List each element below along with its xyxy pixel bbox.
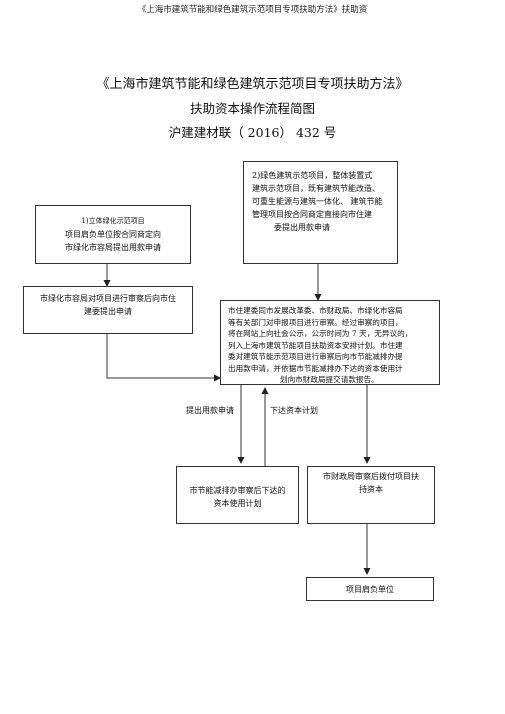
box4-line4: 列入上海市建筑节能项目扶助资本安排计划。市住建 bbox=[228, 340, 403, 350]
flow-box-green-building-project: 2)绿色建筑示范项目，整体装置式 建筑示范项目，既有建筑节能改造、 可重生能源与… bbox=[243, 161, 398, 264]
flow-box-greening-project: 1)立体绿化示范项目 项目肩负单位按合同商定向 市绿化市容局提出用款申请 bbox=[35, 205, 191, 264]
flow-box-greening-bureau-review: 市绿化市容局对项目进行审察后向市住 建委提出申请 bbox=[23, 286, 193, 334]
page-header: 《上海市建筑节能和绿色建筑示范项目专项扶助方法》扶助资 bbox=[137, 5, 368, 15]
box1-line1: 项目肩负单位按合同商定向 bbox=[65, 230, 161, 239]
box1-small-label: 1)立体绿化示范项目 bbox=[81, 217, 145, 225]
box4-line3: 将在网站上向社会公示，公示时间为 7 天，无异议的， bbox=[228, 329, 413, 338]
document-number: 沪建建材联（ 2016） 432 号 bbox=[168, 125, 337, 140]
label-submit-application: 提出用款申请 bbox=[186, 406, 234, 415]
arrow-box3-to-box4 bbox=[106, 334, 221, 382]
box2-line4: 管理项目按合同商定直接向市住建 bbox=[252, 210, 372, 219]
box5-line1: 市节能减排办审察后下达的 bbox=[189, 486, 286, 495]
box4-line6: 出用款申请，并依据市节能减排办下达的资本使用计 bbox=[228, 363, 403, 373]
document-subtitle: 扶助资本操作流程简图 bbox=[189, 101, 315, 116]
box5-line2: 资本使用计划 bbox=[213, 499, 262, 508]
box7-line1: 项目肩负单位 bbox=[346, 585, 394, 594]
box2-line3: 可重生能源与建筑一体化、 建筑节能 bbox=[252, 197, 383, 206]
box4-line1: 市住建委同市发展改革委、市财政局、市绿化市容局 bbox=[228, 306, 403, 315]
flow-box-construction-commission-review: 市住建委同市发展改革委、市财政局、市绿化市容局 等有关部门对申报项目进行审察。经… bbox=[220, 300, 440, 385]
box3-line2: 建委提出申请 bbox=[84, 307, 132, 316]
box2-line5: 委提出用款申请 bbox=[274, 223, 330, 232]
flow-box-finance-bureau-disbursement: 市财政局审察后拨付项目扶 持资本 bbox=[307, 466, 435, 524]
flow-box-energy-office-plan: 市节能减排办审察后下达的 资本使用计划 bbox=[176, 466, 299, 524]
box6-line1: 市财政局审察后拨付项目扶 bbox=[323, 472, 419, 481]
document-title: 《上海市建筑节能和绿色建筑示范项目专项扶助方法》 bbox=[96, 77, 409, 92]
box3-line1: 市绿化市容局对项目进行审察后向市住 bbox=[40, 294, 176, 303]
box4-line7: 划向市财政局提交请款报告。 bbox=[280, 375, 379, 384]
box2-line2: 建筑示范项目，既有建筑节能改造、 bbox=[252, 184, 380, 193]
box4-line2: 等有关部门对申报项目进行审察。经过审察的项目， bbox=[228, 317, 403, 327]
box6-line2: 持资本 bbox=[359, 485, 383, 494]
box2-line1: 2)绿色建筑示范项目，整体装置式 bbox=[252, 171, 373, 180]
label-issue-funding-plan: 下达资本计划 bbox=[270, 406, 318, 415]
box1-line2: 市绿化市容局提出用款申请 bbox=[65, 243, 161, 252]
flow-box-project-undertaker: 项目肩负单位 bbox=[306, 577, 434, 601]
box4-line5: 委对建筑节能示范项目进行审察后向市节能减排办提 bbox=[228, 352, 403, 361]
